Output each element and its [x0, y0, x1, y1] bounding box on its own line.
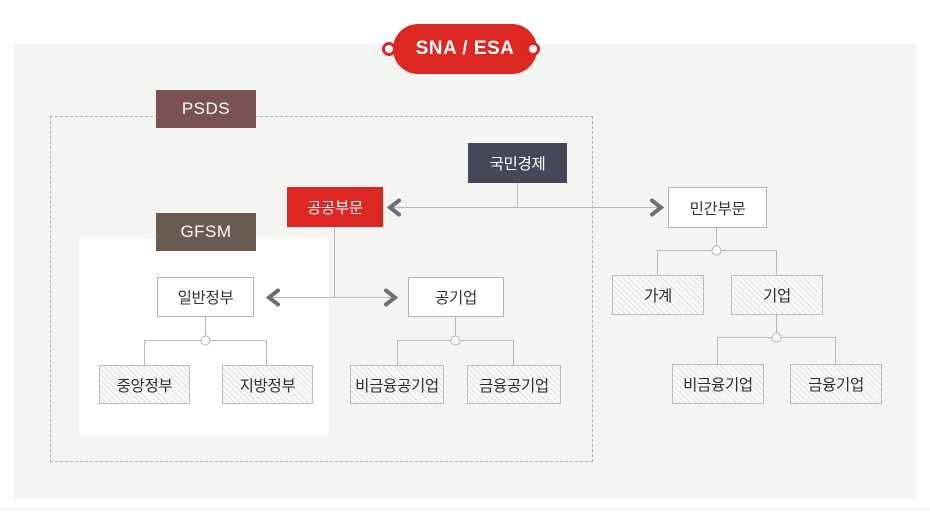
node-local-government: 지방정부 [222, 365, 313, 404]
gfsm-panel [79, 238, 329, 435]
bottom-divider [0, 508, 930, 509]
node-central-government: 중앙정부 [99, 365, 190, 404]
node-financial-corporation: 금융기업 [790, 364, 882, 404]
psds-badge: PSDS [156, 90, 256, 128]
node-general-government: 일반정부 [157, 277, 254, 317]
node-private-sector: 민간부문 [668, 187, 767, 228]
title-text: SNA / ESA [415, 38, 515, 59]
node-nonfinancial-public-corporation: 비금융공기업 [350, 365, 444, 404]
node-public-sector: 공공부문 [287, 187, 383, 227]
node-national-economy: 국민경제 [468, 143, 567, 183]
title-badge: SNA / ESA [393, 24, 537, 74]
node-public-corporation: 공기업 [408, 277, 504, 317]
node-corporation: 기업 [731, 275, 823, 315]
node-financial-public-corporation: 금융공기업 [467, 365, 561, 404]
node-household: 가계 [612, 275, 704, 315]
title-dot-left-icon [382, 42, 396, 56]
psds-boundary [50, 116, 593, 462]
gfsm-badge: GFSM [156, 213, 256, 251]
node-nonfinancial-corporation: 비금융기업 [672, 364, 764, 404]
title-dot-right-icon [526, 42, 540, 56]
